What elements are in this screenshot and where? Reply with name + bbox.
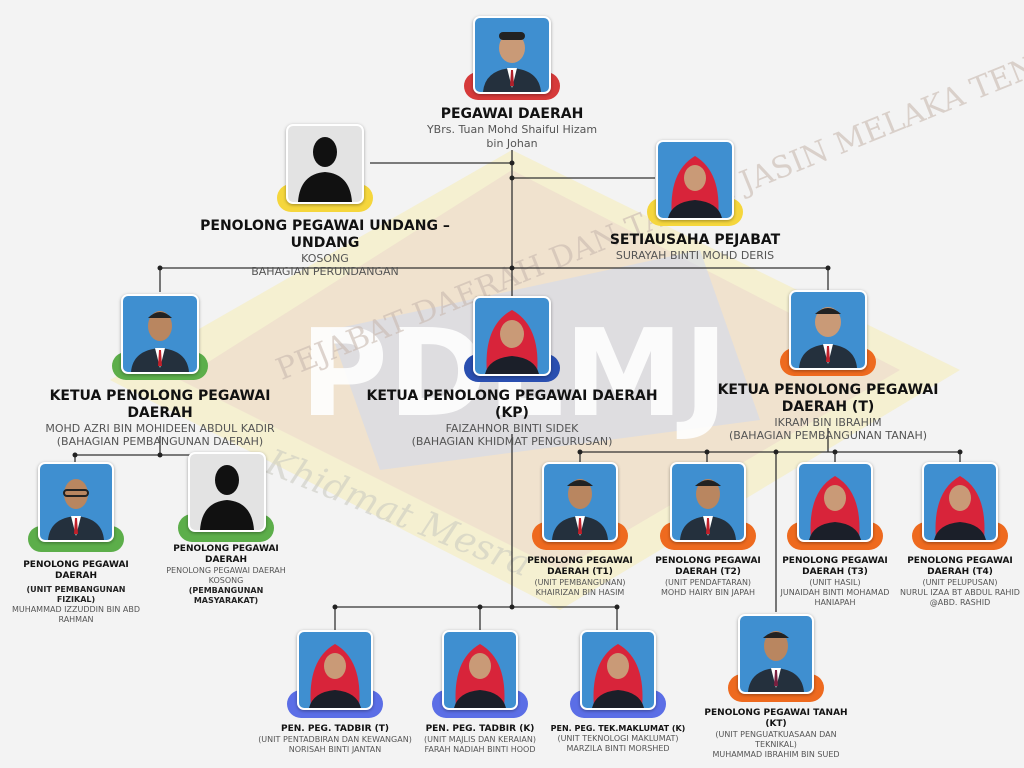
line-kppd-left-1: MOHD AZRI BIN MOHIDEEN ABDUL KADIR — [45, 421, 275, 435]
line-tadbir-k-2: FARAH NADIAH BINTI HOOD — [424, 744, 536, 754]
line-tadbir-k-1: (UNIT MAJLIS DAN KERAIAN) — [424, 734, 536, 744]
line-ppd-fizikal-1: (UNIT PEMBANGUNAN FIZIKAL) — [26, 584, 126, 604]
portrait-ppt-kt — [738, 614, 814, 694]
title-kppd-t: KETUA PENOLONG PEGAWAI DAERAH (T) — [717, 382, 939, 415]
line-tek-maklumat-1: (UNIT TEKNOLOGI MAKLUMAT) — [557, 733, 679, 743]
line-pegawai-daerah-2: bin Johan — [486, 136, 538, 150]
title-ppd-t2: PENOLONG PEGAWAI DAERAH (T2) — [655, 556, 761, 577]
node-ppd-t3: PENOLONG PEGAWAI DAERAH (T3) (UNIT HASIL… — [770, 462, 900, 608]
node-tek-maklumat: PEN. PEG. TEK.MAKLUMAT (K) (UNIT TEKNOLO… — [548, 630, 688, 754]
node-ppd-t1: PENOLONG PEGAWAI DAERAH (T1) (UNIT PEMBA… — [520, 462, 640, 598]
title-ppd-t3: PENOLONG PEGAWAI DAERAH (T3) — [782, 556, 888, 577]
portrait-ppd-fizikal — [38, 462, 114, 542]
portrait-ppd-masyarakat-vacant — [188, 452, 266, 532]
node-undang: PENOLONG PEGAWAI UNDANG – UNDANG KOSONG … — [170, 122, 480, 279]
portrait-pegawai-daerah — [473, 16, 551, 94]
line-ppd-t3-1: (UNIT HASIL) — [809, 577, 861, 587]
portrait-tadbir-t — [297, 630, 373, 710]
line-tadbir-t-1: (UNIT PENTADBIRAN DAN KEWANGAN) — [258, 734, 412, 744]
portrait-ppd-t4 — [922, 462, 998, 542]
line-pegawai-daerah-1: YBrs. Tuan Mohd Shaiful Hizam — [426, 122, 598, 136]
line-kppd-kp-1: FAIZAHNOR BINTI SIDEK — [445, 421, 579, 435]
node-pegawai-daerah: PEGAWAI DAERAH YBrs. Tuan Mohd Shaiful H… — [420, 14, 604, 150]
node-ppd-fizikal: PENOLONG PEGAWAI DAERAH (UNIT PEMBANGUNA… — [10, 462, 142, 625]
title-ppd-masyarakat: PENOLONG PEGAWAI DAERAH — [173, 544, 279, 565]
line-ppd-t4-1: (UNIT PELUPUSAN) — [922, 577, 998, 587]
title-ppd-t4: PENOLONG PEGAWAI DAERAH (T4) — [907, 556, 1013, 577]
node-kppd-kp: KETUA PENOLONG PEGAWAI DAERAH (KP) FAIZA… — [362, 296, 662, 449]
line-kppd-left-2: (BAHAGIAN PEMBANGUNAN DAERAH) — [56, 435, 264, 449]
portrait-setiausaha — [656, 140, 734, 220]
line-ppt-kt-2: MUHAMMAD IBRAHIM BIN SUED — [712, 749, 840, 759]
title-ppd-fizikal: PENOLONG PEGAWAI DAERAH — [23, 560, 129, 581]
node-ppd-masyarakat: PENOLONG PEGAWAI DAERAH PENOLONG PEGAWAI… — [156, 452, 296, 606]
portrait-ppd-t2 — [670, 462, 746, 542]
title-kppd-left: KETUA PENOLONG PEGAWAI DAERAH — [49, 388, 271, 421]
node-ppd-t4: PENOLONG PEGAWAI DAERAH (T4) (UNIT PELUP… — [898, 462, 1022, 608]
node-ppd-t2: PENOLONG PEGAWAI DAERAH (T2) (UNIT PENDA… — [648, 462, 768, 598]
title-tadbir-k: PEN. PEG. TADBIR (K) — [425, 724, 535, 734]
line-ppd-fizikal-2: MUHAMMAD IZZUDDIN BIN ABD RAHMAN — [11, 604, 141, 624]
line-ppt-kt-1: (UNIT PENGUATKUASAAN DAN TEKNIKAL) — [715, 729, 837, 749]
portrait-kppd-left — [121, 294, 199, 374]
line-kppd-t-2: (BAHAGIAN PEMBANGUNAN TANAH) — [728, 429, 928, 443]
line-ppd-t3-2: JUNAIDAH BINTI MOHAMAD HANIAPAH — [780, 587, 890, 607]
line-ppd-t1-2: KHAIRIZAN BIN HASIM — [535, 587, 625, 597]
portrait-tek-maklumat — [580, 630, 656, 710]
line-ppd-t4-2: NURUL IZAA BT ABDUL RAHID @ABD. RASHID — [900, 587, 1020, 607]
node-tadbir-k: PEN. PEG. TADBIR (K) (UNIT MAJLIS DAN KE… — [408, 630, 552, 755]
line-ppd-t2-1: (UNIT PENDAFTARAN) — [664, 577, 752, 587]
line-kppd-t-1: IKRAM BIN IBRAHIM — [774, 415, 882, 429]
title-setiausaha: SETIAUSAHA PEJABAT — [609, 232, 781, 248]
line-undang-1: KOSONG — [301, 251, 349, 265]
portrait-ppd-t1 — [542, 462, 618, 542]
title-ppt-kt: PENOLONG PEGAWAI TANAH (KT) — [704, 708, 848, 729]
title-undang: PENOLONG PEGAWAI UNDANG – UNDANG — [200, 218, 450, 251]
node-kppd-left: KETUA PENOLONG PEGAWAI DAERAH MOHD AZRI … — [18, 294, 302, 449]
title-tek-maklumat: PEN. PEG. TEK.MAKLUMAT (K) — [550, 724, 686, 733]
portrait-tadbir-k — [442, 630, 518, 710]
line-ppd-masyarakat-1: PENOLONG PEGAWAI DAERAH — [166, 565, 286, 575]
portrait-kppd-t — [789, 290, 867, 370]
title-tadbir-t: PEN. PEG. TADBIR (T) — [280, 724, 390, 734]
line-undang-2: BAHAGIAN PERUNDANGAN — [251, 265, 399, 279]
portrait-undang-vacant — [286, 124, 364, 204]
line-ppd-masyarakat-2: KOSONG — [208, 575, 244, 585]
node-kppd-t: KETUA PENOLONG PEGAWAI DAERAH (T) IKRAM … — [690, 290, 966, 443]
title-pegawai-daerah: PEGAWAI DAERAH — [440, 106, 584, 122]
line-ppd-t1-1: (UNIT PEMBANGUNAN) — [534, 577, 626, 587]
title-kppd-kp: KETUA PENOLONG PEGAWAI DAERAH (KP) — [366, 388, 658, 421]
node-setiausaha: SETIAUSAHA PEJABAT SURAYAH BINTI MOHD DE… — [590, 140, 800, 263]
node-ppt-kt: PENOLONG PEGAWAI TANAH (KT) (UNIT PENGUA… — [704, 614, 848, 760]
line-tek-maklumat-2: MARZILA BINTI MORSHED — [566, 743, 670, 753]
line-tadbir-t-2: NORISAH BINTI JANTAN — [288, 744, 382, 754]
portrait-ppd-t3 — [797, 462, 873, 542]
line-ppd-masyarakat-3: (PEMBANGUNAN MASYARAKAT) — [188, 585, 264, 605]
title-ppd-t1: PENOLONG PEGAWAI DAERAH (T1) — [527, 556, 633, 577]
line-setiausaha-1: SURAYAH BINTI MOHD DERIS — [615, 248, 775, 262]
line-kppd-kp-2: (BAHAGIAN KHIDMAT PENGURUSAN) — [411, 435, 613, 449]
node-tadbir-t: PEN. PEG. TADBIR (T) (UNIT PENTADBIRAN D… — [246, 630, 424, 755]
line-ppd-t2-2: MOHD HAIRY BIN JAPAH — [660, 587, 756, 597]
portrait-kppd-kp — [473, 296, 551, 376]
